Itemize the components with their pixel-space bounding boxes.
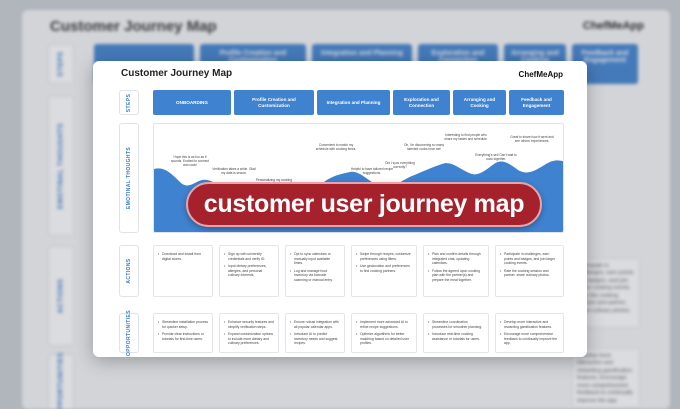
row-label-emotions: EMOTINAL THOUGHTS	[119, 123, 139, 233]
background-opportunities-label: OPPORTUNITIES	[48, 352, 74, 409]
emotion-note: Helpful to have tailored recipe suggesti…	[350, 167, 394, 175]
step-integration: Integration and Planning	[317, 90, 390, 115]
background-emotions-label: EMOTINAL THOUGHTS	[48, 96, 74, 236]
emotion-note: Great to share how it went and see other…	[510, 135, 554, 143]
emotion-note: Verification takes a while. Glad my data…	[212, 167, 256, 175]
banner-text: customer user journey map	[203, 190, 525, 218]
opportunity-cell-onboarding: Streamline installation process for quic…	[153, 313, 213, 353]
emotion-note: Oh, I'm discovering so many talented coo…	[403, 143, 445, 151]
opportunity-cell-integration: Ensure robust integration with all popul…	[285, 313, 345, 353]
action-cell-feedback: Participate in challenges, earn points a…	[495, 245, 564, 297]
page-title: Customer Journey Map	[121, 68, 233, 79]
emotion-note: Hope this is as fun as it sounds. Excite…	[170, 155, 210, 167]
row-label-opportunities: OPPORTUNITIES	[119, 310, 139, 356]
opportunity-cell-exploration: Implement more advanced AI to refine rec…	[351, 313, 417, 353]
action-cell-integration: Opt to sync calendars or manually input …	[285, 245, 345, 297]
emotion-note: Everything's set! Can't wait to cook tog…	[475, 153, 517, 161]
row-label-steps: STEPS	[119, 90, 139, 115]
step-profile-creation: Profile Creation and Customization	[234, 90, 314, 115]
opportunity-cell-feedback: Develop more interactive and rewarding g…	[495, 313, 564, 353]
emotion-note: Convenient to match my schedule with coo…	[315, 143, 357, 151]
background-actions-label: ACTIONS	[48, 246, 74, 346]
brand-logo: ChefMeApp	[518, 70, 563, 79]
background-brand: ChefMeApp	[582, 20, 644, 32]
background-steps-label: STEPS	[48, 44, 74, 84]
action-cell-exploration: Swipe through recipes, customize prefere…	[351, 245, 417, 297]
emotion-note: Interesting to find people who share my …	[444, 133, 488, 141]
opportunity-cell-arranging: Streamline coordination processes for sm…	[423, 313, 489, 353]
step-feedback: Feedback and Engagement	[509, 90, 564, 115]
step-onboarding: ONBOARDING	[153, 90, 231, 115]
title-banner: customer user journey map	[186, 182, 542, 227]
step-arranging: Arranging and Cooking	[453, 90, 506, 115]
background-opportunities-card: Develop more interactive and rewarding g…	[572, 348, 640, 408]
action-cell-onboarding: Download and install from digital stores…	[153, 245, 213, 297]
row-label-actions: ACTIONS	[119, 245, 139, 297]
step-exploration: Exploration and Connection	[393, 90, 450, 115]
emotion-note: Did I sync everything correctly?	[385, 161, 415, 169]
background-title: Customer Journey Map	[50, 18, 217, 35]
action-cell-arranging: Plan and confirm details through integra…	[423, 245, 489, 297]
opportunity-cell-profile: Enhance security features and simplify v…	[219, 313, 279, 353]
action-cell-profile: Sign up with university credentials and …	[219, 245, 279, 297]
